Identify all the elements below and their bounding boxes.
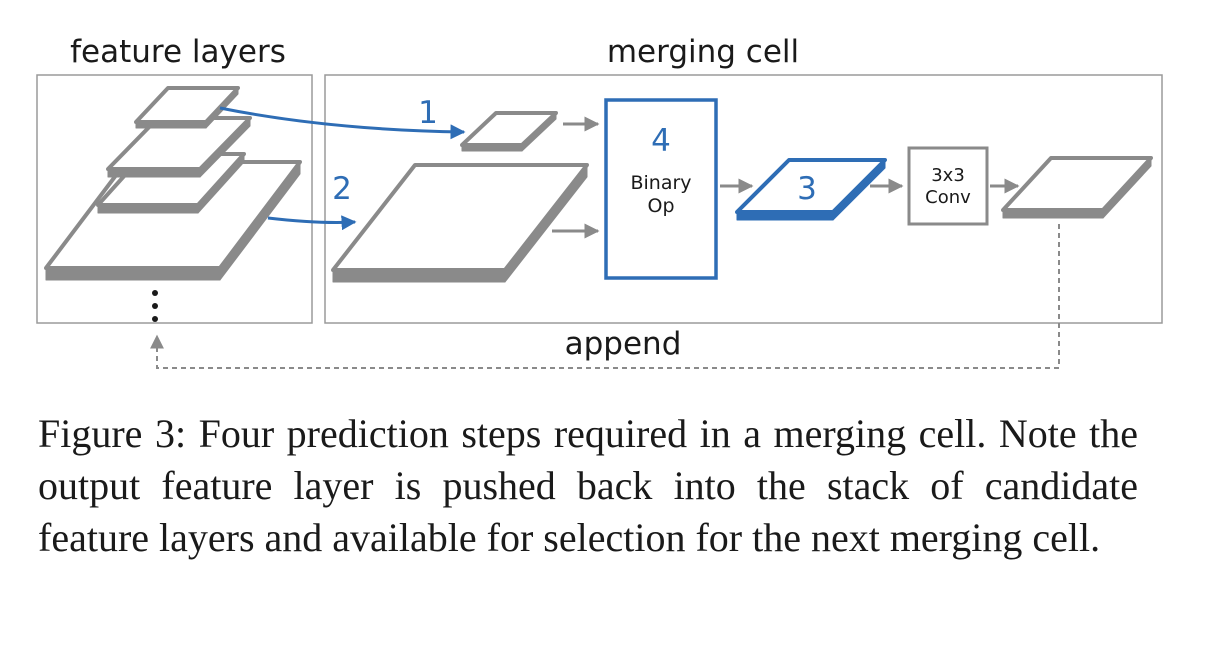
feature-layer-small [106, 116, 252, 178]
feature-layers-title: feature layers [70, 34, 286, 70]
append-path [150, 224, 1060, 369]
conv-label-line1: 3x3 [931, 165, 965, 186]
step-1-label: 1 [418, 95, 438, 131]
binary-op-label-line1: Binary [630, 172, 691, 194]
merging-cell-frame [324, 74, 1163, 324]
output-layer-3 [735, 158, 887, 221]
selected-input-2 [331, 163, 589, 283]
final-output-layer [1001, 156, 1153, 219]
conv-label-line2: Conv [925, 187, 971, 208]
feature-layer-large [44, 160, 302, 281]
feature-layers-frame [36, 74, 313, 324]
step-4-label: 4 [651, 123, 671, 159]
step-3-label: 3 [797, 171, 817, 207]
binary-op-box [604, 98, 718, 280]
merging-cell-diagram: feature layers merging cell [36, 34, 1163, 369]
selected-input-1 [460, 111, 558, 152]
conv-box [907, 146, 989, 226]
select-arrow-1 [219, 106, 466, 140]
more-layers-dots [152, 290, 158, 322]
step-2-label: 2 [332, 171, 352, 207]
select-arrow-2 [267, 215, 357, 231]
append-label: append [565, 326, 682, 362]
merging-cell-title: merging cell [607, 34, 799, 70]
binary-op-label-line2: Op [647, 195, 674, 217]
feature-layer-stack [44, 86, 302, 281]
figure-caption: Figure 3: Four prediction steps required… [38, 411, 1138, 560]
